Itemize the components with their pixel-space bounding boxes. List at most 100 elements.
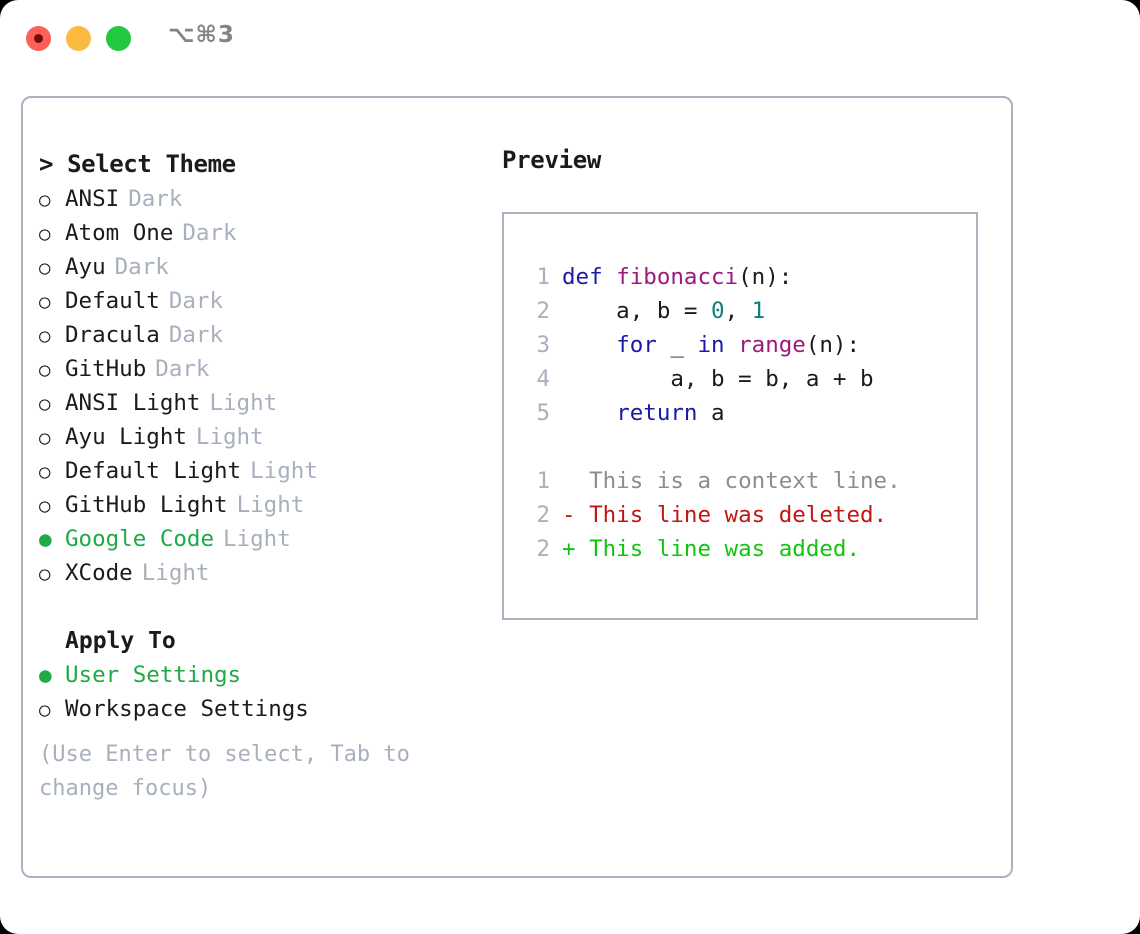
line-number: 2 [536, 536, 550, 562]
code-token-pl [562, 400, 616, 426]
code-text: def fibonacci(n): [562, 260, 792, 294]
minimize-window-button[interactable] [66, 26, 91, 51]
line-number: 1 [536, 264, 550, 290]
apply-to-option-row[interactable]: ○ Workspace Settings [39, 692, 489, 726]
diff-text-add: + This line was added. [562, 536, 861, 562]
theme-name: ANSI [65, 186, 120, 212]
theme-name: GitHub [65, 356, 147, 382]
code-spacer [504, 430, 976, 464]
theme-variant-badge: Light [195, 424, 264, 450]
line-number: 1 [536, 468, 550, 494]
code-text: return a [562, 396, 725, 430]
radio-unselected-icon: ○ [39, 291, 51, 313]
theme-option-row[interactable]: ○ ANSI Light Light [39, 386, 489, 420]
radio-unselected-icon: ○ [39, 495, 51, 517]
radio-unselected-icon: ○ [39, 699, 51, 721]
apply-to-option-row[interactable]: ● User Settings [39, 658, 489, 692]
code-line: 1 def fibonacci(n): [504, 260, 976, 294]
select-theme-heading: > Select Theme [39, 150, 236, 178]
radio-unselected-icon: ○ [39, 189, 51, 211]
theme-variant-badge: Dark [182, 220, 237, 246]
code-token-pl: _ [656, 332, 698, 358]
radio-selected-icon: ● [39, 527, 52, 551]
theme-name: Ayu [65, 254, 106, 280]
code-token-pl [562, 332, 616, 358]
radio-unselected-icon: ○ [39, 393, 51, 415]
radio-unselected-icon: ○ [39, 325, 51, 347]
code-line: 3 for _ in range(n): [504, 328, 976, 362]
code-text: a, b = 0, 1 [562, 294, 765, 328]
preview-title: Preview [502, 146, 602, 174]
theme-name: Google Code [65, 526, 215, 552]
theme-name: XCode [65, 560, 133, 586]
code-text: a, b = b, a + b [562, 362, 874, 396]
radio-unselected-icon: ○ [39, 257, 51, 279]
line-number: 5 [536, 400, 550, 426]
line-number: 2 [536, 298, 550, 324]
code-token-pl: (n): [738, 264, 793, 290]
code-token-pl: a, b = [562, 298, 712, 324]
theme-option-row[interactable]: ○ GitHub Light Light [39, 488, 489, 522]
theme-variant-badge: Light [141, 560, 210, 586]
apply-to-name: User Settings [65, 662, 242, 688]
theme-name: Dracula [65, 322, 160, 348]
radio-unselected-icon: ○ [39, 223, 51, 245]
theme-option-row[interactable]: ○ Ayu Light Light [39, 420, 489, 454]
apply-to-list: ● User Settings ○ Workspace Settings [39, 658, 489, 726]
theme-name: GitHub Light [65, 492, 228, 518]
radio-unselected-icon: ○ [39, 427, 51, 449]
code-line: 5 return a [504, 396, 976, 430]
title-bar: ⌥⌘3 [0, 0, 1140, 78]
theme-name: Ayu Light [65, 424, 187, 450]
radio-selected-icon: ● [39, 663, 52, 687]
list-spacer [39, 590, 489, 624]
theme-name: ANSI Light [65, 390, 201, 416]
theme-variant-badge: Dark [155, 356, 210, 382]
code-token-num: 1 [751, 298, 766, 324]
diff-line: 2 - This line was deleted. [504, 498, 976, 532]
code-token-kw: in [697, 332, 725, 358]
apply-to-heading: Apply To [65, 628, 176, 654]
keyboard-hint-text: (Use Enter to select, Tab to change focu… [39, 742, 424, 801]
theme-variant-badge: Dark [114, 254, 169, 280]
code-token-pl: a, b = b, a + b [562, 366, 874, 392]
radio-unselected-icon: ○ [39, 461, 51, 483]
line-number: 2 [536, 502, 550, 528]
code-token-pl [725, 332, 739, 358]
theme-name: Default Light [65, 458, 242, 484]
theme-variant-badge: Light [209, 390, 278, 416]
close-window-button[interactable] [26, 26, 51, 51]
keyboard-shortcut-label: ⌥⌘3 [168, 22, 235, 48]
code-token-num: 0 [711, 298, 725, 324]
code-token-kw: def [562, 264, 603, 290]
diff-text-del: - This line was deleted. [562, 502, 888, 528]
code-token-pl: a [697, 400, 725, 426]
code-token-pl: , [724, 298, 752, 324]
maximize-window-button[interactable] [106, 26, 131, 51]
theme-variant-badge: Light [236, 492, 305, 518]
code-token-kw: for [616, 332, 657, 358]
code-text: for _ in range(n): [562, 328, 860, 362]
apply-to-name: Workspace Settings [65, 696, 309, 722]
code-line: 4 a, b = b, a + b [504, 362, 976, 396]
code-token-kw: return [616, 400, 698, 426]
theme-variant-badge: Dark [168, 288, 224, 314]
code-token-fn: fibonacci [616, 264, 739, 290]
code-line: 2 a, b = 0, 1 [504, 294, 976, 328]
theme-option-row[interactable]: ○ Ayu Dark [39, 250, 489, 284]
